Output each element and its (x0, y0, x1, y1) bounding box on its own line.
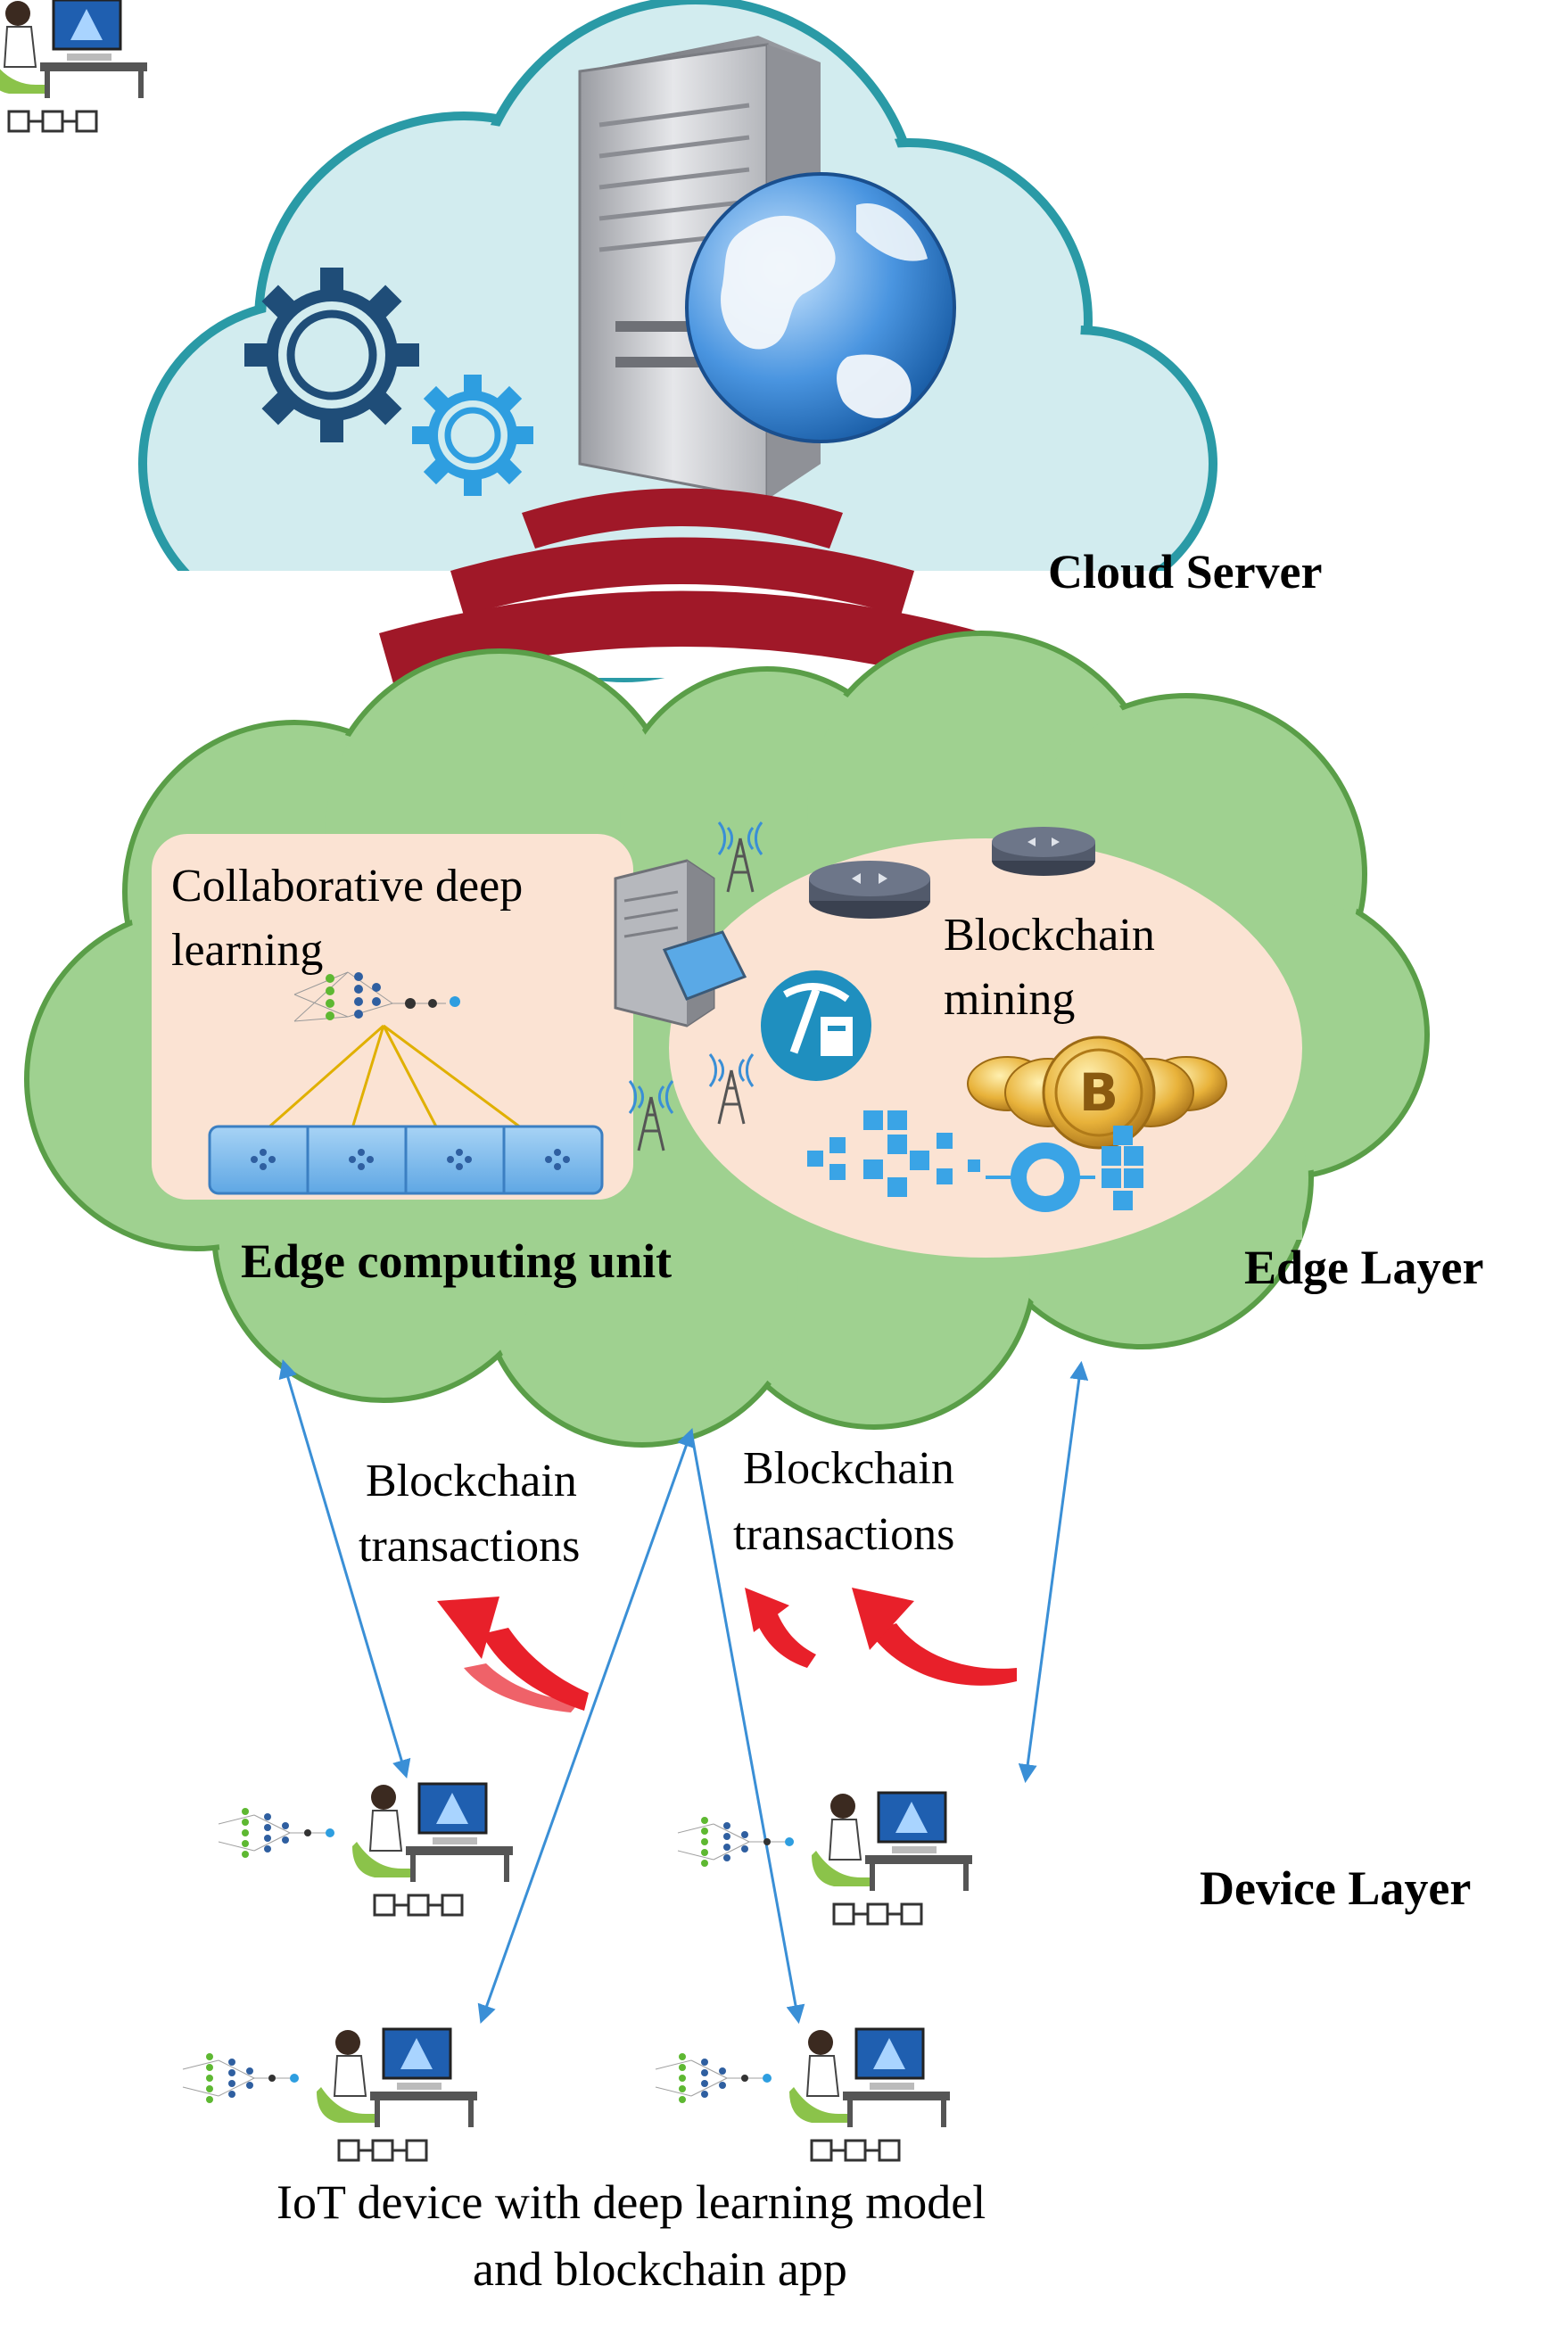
transaction-curve-arrow-left (437, 1597, 589, 1712)
deep-learning-label-line2: learning (171, 925, 324, 976)
gear-icon (412, 375, 533, 496)
transaction-curve-arrow-right (745, 1588, 1017, 1686)
cell-tower-icon (717, 821, 763, 893)
cell-tower-icon (628, 1080, 674, 1151)
router-icon (992, 827, 1095, 876)
neural-network-icon (293, 971, 460, 1022)
caption-line2: and blockchain app (473, 2242, 847, 2296)
bitcoin-coin-icon: B (967, 1036, 1227, 1150)
mining-label-line2: mining (944, 974, 1076, 1025)
connection-arrows (278, 1358, 1089, 2025)
iot-device-group (0, 0, 147, 133)
svg-text:B: B (1079, 1062, 1118, 1123)
cloud-server-label: Cloud Server (1048, 545, 1323, 598)
device-layer-label: Device Layer (1200, 1861, 1472, 1915)
gear-icon (244, 268, 419, 442)
deep-learning-label-line1: Collaborative deep (171, 861, 524, 912)
mining-label-line1: Blockchain (944, 910, 1155, 961)
federated-nodes-strip (208, 1125, 604, 1195)
blockchain-mining-panel (669, 838, 1302, 1258)
edge-computing-unit-label: Edge computing unit (241, 1234, 673, 1288)
arrow-center-bottom-left (477, 1428, 696, 2024)
globe-icon (685, 172, 956, 443)
arrow-left-device (278, 1358, 411, 1779)
router-icon (809, 861, 930, 919)
cube-chain-icon (807, 1110, 1143, 1212)
edge-layer-label: Edge Layer (1244, 1241, 1484, 1294)
transactions-right-line2: transactions (733, 1509, 955, 1560)
arrow-right-device (1018, 1360, 1089, 1784)
arrow-center-bottom-right (689, 1431, 805, 2025)
cell-tower-icon (708, 1053, 755, 1125)
caption-line1: IoT device with deep learning model (276, 2175, 986, 2229)
deep-learning-panel (152, 834, 633, 1200)
cube-chain-icon (7, 110, 98, 133)
signal-waves-icon (379, 488, 986, 687)
transactions-right-line1: Blockchain (743, 1443, 954, 1494)
transactions-left-line2: transactions (359, 1521, 581, 1572)
model-distribution-lines (267, 1024, 523, 1130)
person-computer-icon (0, 0, 147, 98)
pickaxe-icon (761, 970, 871, 1081)
transactions-left-line1: Blockchain (366, 1456, 577, 1506)
edge-server-icon (614, 859, 747, 1027)
